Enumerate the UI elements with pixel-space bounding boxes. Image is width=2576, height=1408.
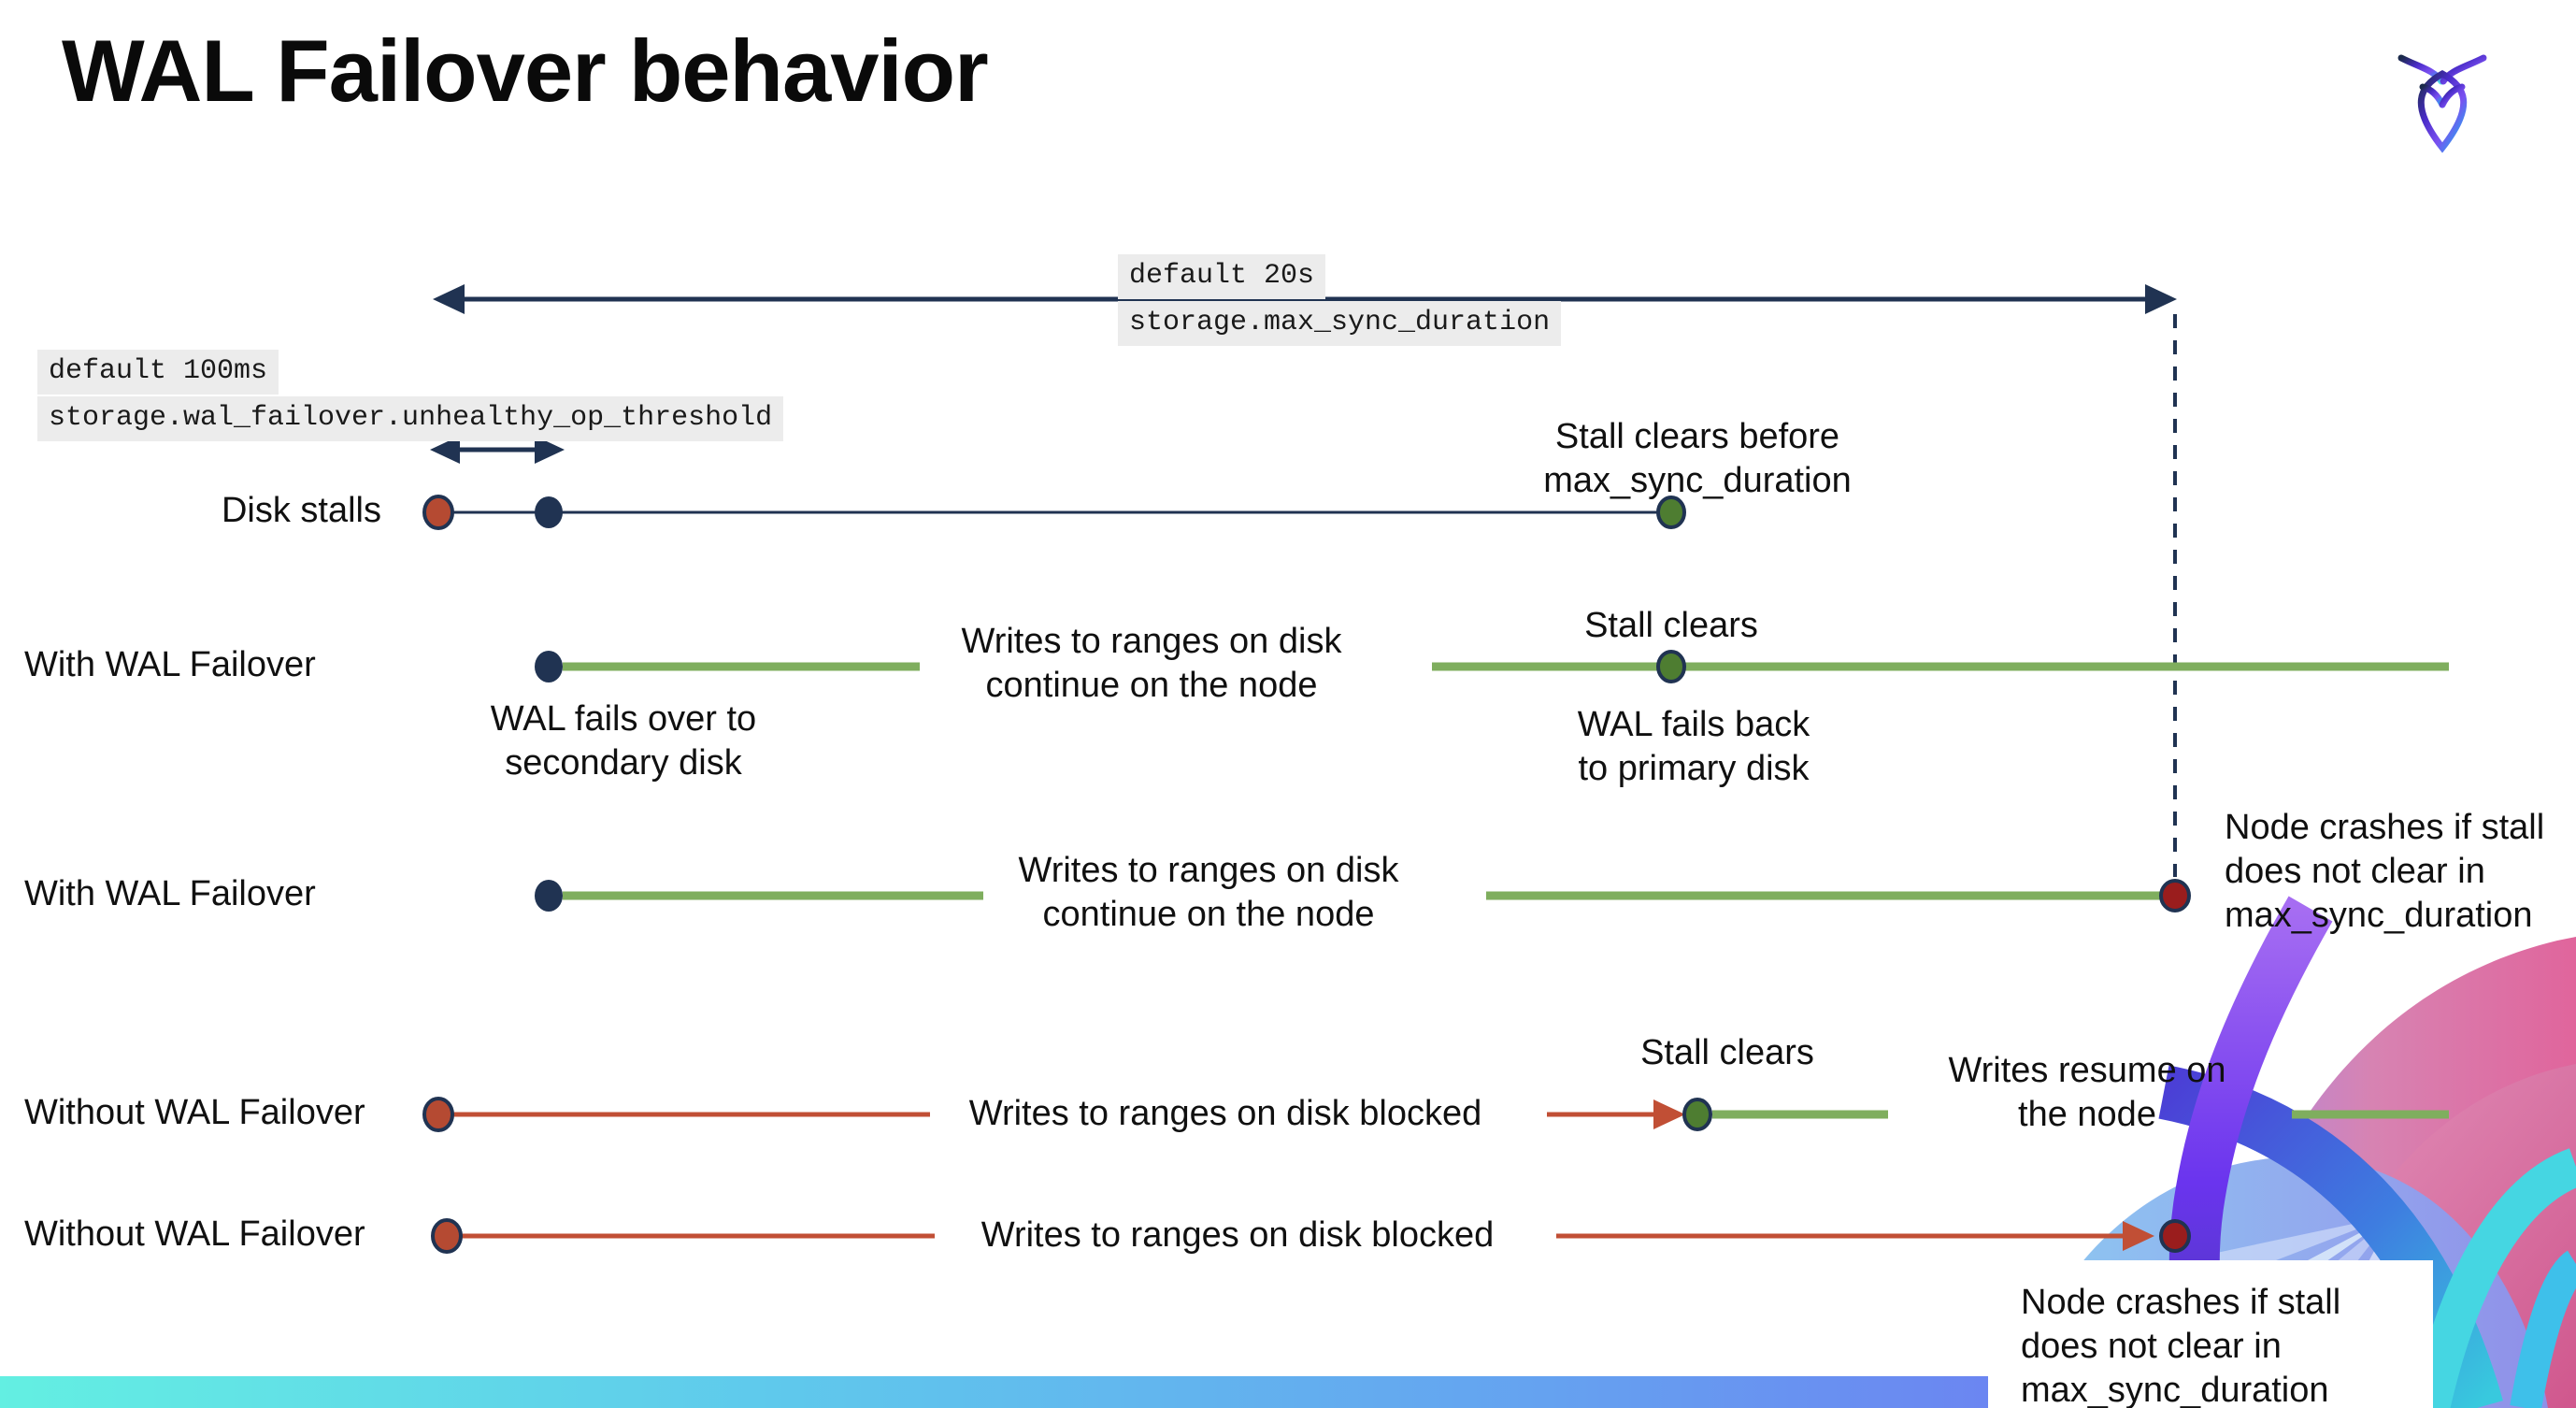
- stall-start-dot: [422, 1097, 454, 1132]
- row-label-with-wal-failover-1: With WAL Failover: [24, 645, 316, 684]
- stall-clears-dot: [1682, 1098, 1712, 1131]
- writes-resume-label: Writes resume on the node: [1948, 1051, 2226, 1134]
- stall-start-dot: [431, 1218, 463, 1254]
- stall-start-dot: [422, 495, 454, 530]
- max-sync-duration-annotation: default 20s storage.max_sync_duration: [1118, 254, 1562, 348]
- node-crash-dot: [2159, 879, 2191, 912]
- roach-leg-teal: [2411, 1148, 2576, 1408]
- row-label-with-wal-failover-2: With WAL Failover: [24, 874, 316, 913]
- max-sync-default-label: default 20s: [1118, 254, 1326, 299]
- unhealthy-op-threshold-annotation: default 100ms storage.wal_failover.unhea…: [37, 350, 784, 443]
- cockroachdb-logo-icon: [2397, 54, 2487, 153]
- threshold-arrow-head-right-icon: [535, 436, 565, 464]
- writes-blocked-label-2: Writes to ranges on disk blocked: [980, 1215, 1495, 1255]
- threshold-arrow-head-left-icon: [430, 436, 460, 464]
- node-crash-label-top: Node crashes if stall does not clear in …: [2225, 808, 2545, 935]
- roach-leg-teal-2: [2510, 1250, 2576, 1408]
- node-crash-dot: [2159, 1219, 2191, 1253]
- wal-fails-back-label: WAL fails back to primary disk: [1577, 705, 1810, 788]
- writes-continue-label-2: Writes to ranges on disk continue on the…: [1018, 851, 1399, 934]
- row-label-without-wal-failover-1: Without WAL Failover: [24, 1093, 365, 1132]
- arrow-head-left-icon: [433, 284, 465, 314]
- stall-clears-dot: [1656, 496, 1686, 529]
- wal-fails-over-label: WAL fails over to secondary disk: [490, 699, 757, 783]
- red-arrow-head-icon: [2123, 1221, 2154, 1251]
- row-label-without-wal-failover-2: Without WAL Failover: [24, 1214, 365, 1254]
- node-crash-label-bottom: Node crashes if stall does not clear in …: [2021, 1283, 2341, 1408]
- threshold-default-label: default 100ms: [37, 350, 279, 395]
- failover-dot: [535, 880, 563, 912]
- row-label-disk-stalls: Disk stalls: [221, 491, 381, 530]
- stall-clears-dot: [1656, 650, 1686, 683]
- stall-clears-label-2: Stall clears: [1640, 1033, 1814, 1072]
- stall-clears-label-1: Stall clears: [1584, 606, 1758, 645]
- threshold-setting-name: storage.wal_failover.unhealthy_op_thresh…: [37, 396, 784, 441]
- writes-blocked-label-1: Writes to ranges on disk blocked: [968, 1094, 1482, 1133]
- writes-continue-label-1: Writes to ranges on disk continue on the…: [961, 622, 1342, 705]
- failover-dot: [535, 651, 563, 682]
- stall-clears-before-label: Stall clears before max_sync_duration: [1543, 417, 1852, 500]
- crash-callout-box: [1988, 1260, 2433, 1408]
- max-sync-setting-name: storage.max_sync_duration: [1118, 301, 1562, 346]
- page-title: WAL Failover behavior: [62, 22, 989, 120]
- red-arrow-head-icon: [1653, 1099, 1685, 1129]
- threshold-dot: [535, 496, 563, 528]
- arrow-head-right-icon: [2145, 284, 2177, 314]
